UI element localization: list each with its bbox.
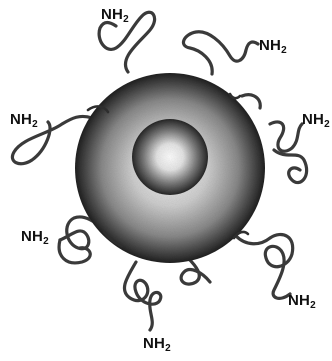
amine-label: NH2: [101, 6, 129, 25]
polymer-chain: [274, 150, 307, 183]
polymer-chain: [124, 262, 160, 330]
amine-label: NH2: [143, 335, 171, 354]
particle-core: [132, 119, 208, 195]
polymer-chain: [236, 235, 293, 299]
polymer-chain: [230, 94, 240, 98]
polymer-chain: [183, 32, 258, 74]
amine-label: NH2: [302, 111, 330, 130]
amine-label: NH2: [10, 111, 38, 130]
polymer-chain: [270, 122, 302, 151]
amine-label: NH2: [288, 292, 316, 311]
amine-label: NH2: [21, 228, 49, 247]
polymer-chain: [242, 95, 260, 108]
polymer-chain: [181, 258, 210, 284]
polymer-chain: [59, 240, 90, 263]
amine-label: NH2: [259, 37, 287, 56]
